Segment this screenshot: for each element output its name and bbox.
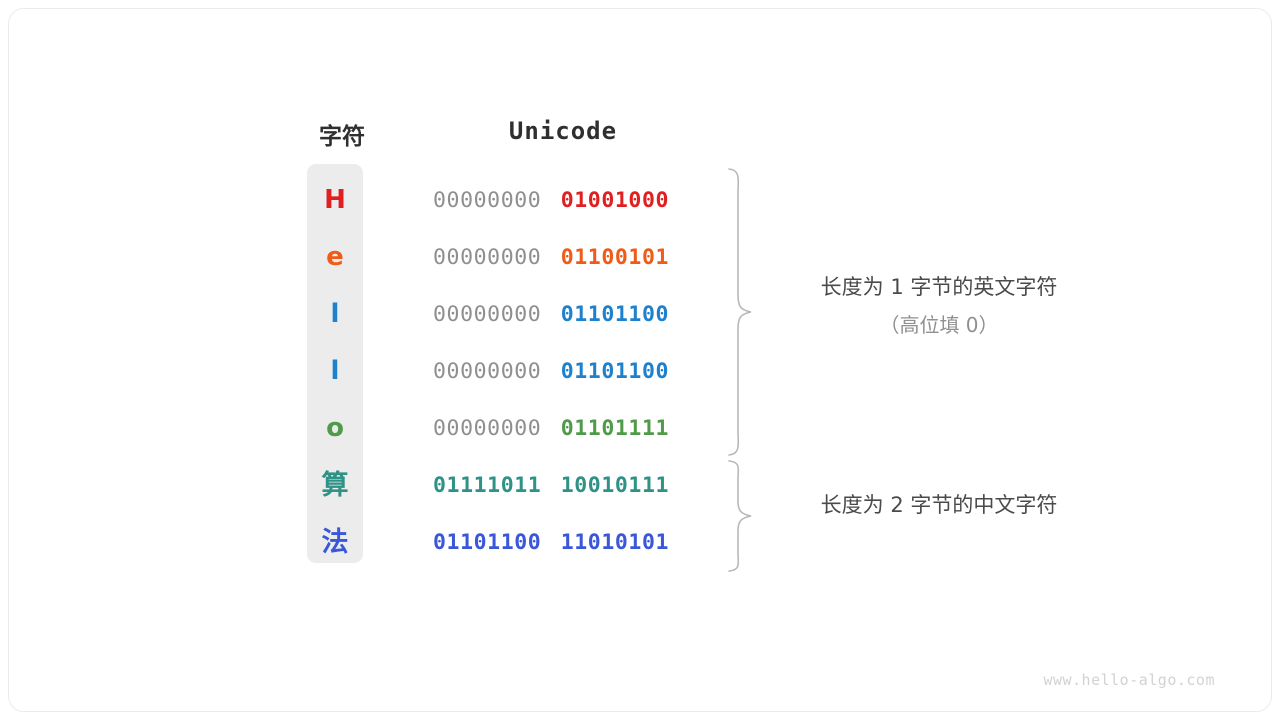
binary-low-byte: 01101111: [560, 416, 670, 441]
binary-high-byte: 00000000: [433, 416, 542, 441]
unicode-encoding-figure: 字符 Unicode H 00000000 01001000 e 00000000 011…: [9, 9, 1273, 713]
brace-two-byte-group: [728, 460, 752, 572]
binary-low-byte: 10010111: [560, 473, 670, 498]
binary-low-byte: 01001000: [560, 188, 670, 213]
character-cell: l: [330, 356, 340, 386]
binary-low-byte: 01100101: [560, 245, 670, 270]
binary-high-byte: 00000000: [433, 245, 542, 270]
figure-card: 字符 Unicode H 00000000 01001000 e 00000000 011…: [8, 8, 1272, 712]
column-header-unicode: Unicode: [508, 117, 618, 145]
site-watermark: www.hello-algo.com: [1043, 671, 1215, 689]
character-cell: 法: [321, 527, 349, 558]
annotation-one-byte-sub: （高位填 0）: [879, 313, 999, 337]
annotation-two-byte: 长度为 2 字节的中文字符: [779, 489, 1099, 519]
binary-cell: 00000000 01101100: [433, 343, 693, 400]
binary-low-byte: 11010101: [560, 530, 670, 555]
binary-cell: 00000000 01101100: [433, 286, 693, 343]
binary-high-byte: 00000000: [433, 359, 542, 384]
annotation-one-byte: 长度为 1 字节的英文字符 （高位填 0）: [779, 271, 1099, 338]
character-cell: 算: [321, 470, 349, 501]
binary-low-byte: 01101100: [560, 302, 670, 327]
character-cell: e: [326, 242, 344, 272]
column-header-character: 字符: [319, 123, 365, 149]
binary-cell: 00000000 01001000: [433, 172, 693, 229]
annotation-one-byte-main: 长度为 1 字节的英文字符: [820, 275, 1058, 299]
binary-high-byte: 01101100: [433, 530, 542, 555]
binary-cell: 00000000 01100101: [433, 229, 693, 286]
character-cell: l: [330, 299, 340, 329]
annotation-two-byte-main: 长度为 2 字节的中文字符: [820, 493, 1058, 517]
binary-high-byte: 00000000: [433, 302, 542, 327]
character-cell: o: [326, 413, 344, 443]
character-cell: H: [324, 185, 346, 215]
binary-high-byte: 01111011: [433, 473, 542, 498]
binary-cell: 01111011 10010111: [433, 457, 693, 514]
binary-cell: 00000000 01101111: [433, 400, 693, 457]
character-column-panel: [307, 164, 363, 563]
binary-cell: 01101100 11010101: [433, 514, 693, 571]
binary-low-byte: 01101100: [560, 359, 670, 384]
binary-high-byte: 00000000: [433, 188, 542, 213]
brace-one-byte-group: [728, 168, 752, 456]
